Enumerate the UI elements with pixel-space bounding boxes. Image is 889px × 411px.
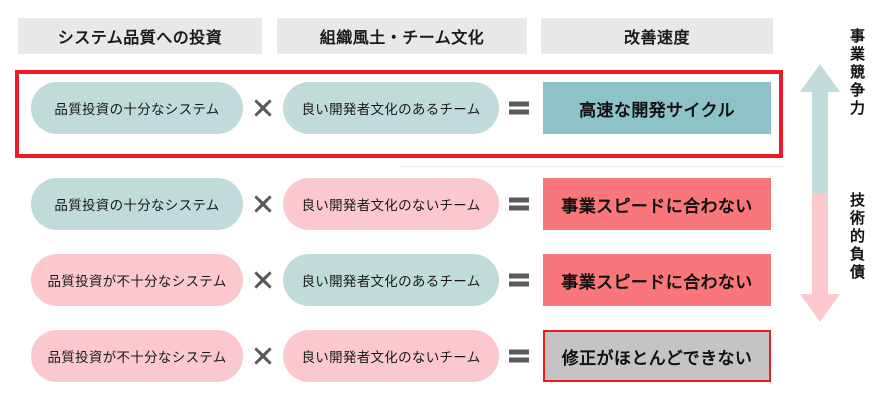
equals-icon	[506, 191, 532, 217]
matrix-row: 品質投資が不十分なシステム 良い開発者文化のあるチーム 事業スピードに合わない	[0, 254, 889, 316]
result-box: 事業スピードに合わない	[543, 254, 771, 306]
multiply-icon	[250, 267, 276, 293]
multiply-icon	[250, 343, 276, 369]
column-header-improvement-speed: 改善速度	[541, 18, 773, 54]
matrix-row: 品質投資の十分なシステム 良い開発者文化のないチーム 事業スピードに合わない	[0, 178, 889, 240]
multiply-icon	[250, 95, 276, 121]
factor-b-pill: 良い開発者文化のあるチーム	[283, 82, 499, 134]
factor-a-pill: 品質投資が不十分なシステム	[31, 330, 243, 382]
matrix-row: 品質投資が不十分なシステム 良い開発者文化のないチーム 修正がほとんどできない	[0, 330, 889, 392]
equals-icon	[506, 95, 532, 121]
column-header-team-culture: 組織風土・チーム文化	[277, 18, 527, 54]
matrix-row: 品質投資の十分なシステム 良い開発者文化のあるチーム 高速な開発サイクル	[0, 82, 889, 144]
factor-b-pill: 良い開発者文化のないチーム	[283, 330, 499, 382]
factor-b-pill: 良い開発者文化のないチーム	[283, 178, 499, 230]
row-divider	[400, 166, 783, 167]
result-box: 高速な開発サイクル	[543, 82, 771, 134]
double-headed-vertical-arrow-icon	[798, 62, 842, 324]
factor-a-pill: 品質投資の十分なシステム	[31, 82, 243, 134]
equals-icon	[506, 267, 532, 293]
factor-b-pill: 良い開発者文化のあるチーム	[283, 254, 499, 306]
multiply-icon	[250, 191, 276, 217]
factor-a-pill: 品質投資の十分なシステム	[31, 178, 243, 230]
result-box: 事業スピードに合わない	[543, 178, 771, 230]
axis-label-business-competitiveness: 事業競争力	[848, 28, 865, 118]
factor-a-pill: 品質投資が不十分なシステム	[31, 254, 243, 306]
equals-icon	[506, 343, 532, 369]
axis-label-technical-debt: 技術的負債	[848, 192, 865, 282]
result-box: 修正がほとんどできない	[543, 330, 771, 382]
column-header-quality-investment: システム品質への投資	[18, 18, 262, 54]
